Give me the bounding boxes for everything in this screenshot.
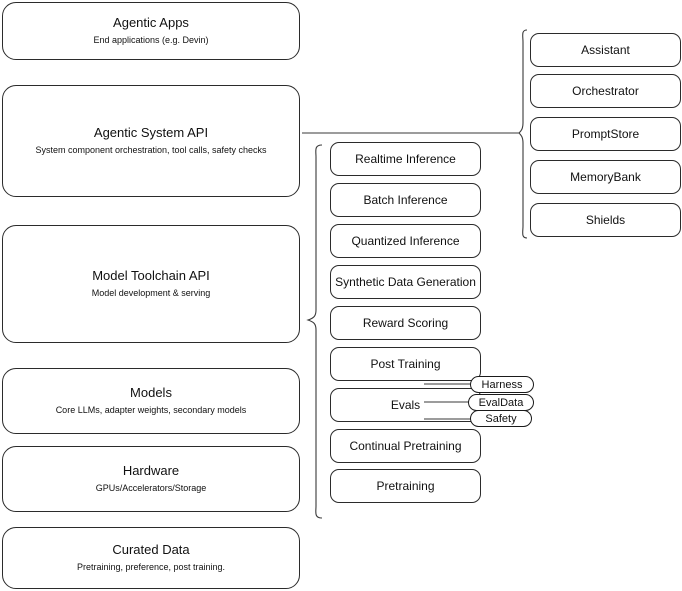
agentic-chip-promptstore[interactable]: PromptStore	[530, 117, 681, 151]
toolchain-chip-realtime-inference[interactable]: Realtime Inference	[330, 142, 481, 176]
eval-pill-safety[interactable]: Safety	[470, 410, 532, 427]
layer-title: Hardware	[122, 463, 180, 479]
toolchain-chip-continual-pretraining[interactable]: Continual Pretraining	[330, 429, 481, 463]
layer-title: Agentic System API	[93, 125, 209, 141]
brace-agentic-components	[518, 29, 528, 239]
stack-layer-models[interactable]: Models Core LLMs, adapter weights, secon…	[2, 368, 300, 434]
toolchain-chip-synthetic-data-generation[interactable]: Synthetic Data Generation	[330, 265, 481, 299]
stack-layer-model-toolchain-api[interactable]: Model Toolchain API Model development & …	[2, 225, 300, 343]
layer-title: Models	[130, 385, 172, 401]
layer-title: Agentic Apps	[113, 15, 189, 31]
layer-subtitle: System component orchestration, tool cal…	[35, 145, 267, 156]
layer-subtitle: Pretraining, preference, post training.	[76, 562, 226, 573]
toolchain-chip-post-training[interactable]: Post Training	[330, 347, 481, 381]
agentic-chip-shields[interactable]: Shields	[530, 203, 681, 237]
toolchain-chip-reward-scoring[interactable]: Reward Scoring	[330, 306, 481, 340]
brace-toolchain-components	[306, 144, 323, 519]
agentic-chip-assistant[interactable]: Assistant	[530, 33, 681, 67]
layer-subtitle: Core LLMs, adapter weights, secondary mo…	[55, 405, 247, 416]
stack-layer-agentic-apps[interactable]: Agentic Apps End applications (e.g. Devi…	[2, 2, 300, 60]
toolchain-chip-evals[interactable]: Evals	[330, 388, 481, 422]
layer-subtitle: End applications (e.g. Devin)	[93, 35, 209, 46]
layer-title: Model Toolchain API	[92, 268, 210, 284]
stack-layer-hardware[interactable]: Hardware GPUs/Accelerators/Storage	[2, 446, 300, 512]
eval-pill-harness[interactable]: Harness	[470, 376, 534, 393]
layer-subtitle: GPUs/Accelerators/Storage	[95, 483, 207, 494]
layer-title: Curated Data	[112, 542, 190, 558]
toolchain-chip-quantized-inference[interactable]: Quantized Inference	[330, 224, 481, 258]
layer-subtitle: Model development & serving	[91, 288, 211, 299]
toolchain-chip-pretraining[interactable]: Pretraining	[330, 469, 481, 503]
toolchain-chip-batch-inference[interactable]: Batch Inference	[330, 183, 481, 217]
stack-layer-agentic-system-api[interactable]: Agentic System API System component orch…	[2, 85, 300, 197]
stack-layer-curated-data[interactable]: Curated Data Pretraining, preference, po…	[2, 527, 300, 589]
agentic-chip-orchestrator[interactable]: Orchestrator	[530, 74, 681, 108]
eval-pill-evaldata[interactable]: EvalData	[468, 394, 534, 411]
agentic-chip-memorybank[interactable]: MemoryBank	[530, 160, 681, 194]
